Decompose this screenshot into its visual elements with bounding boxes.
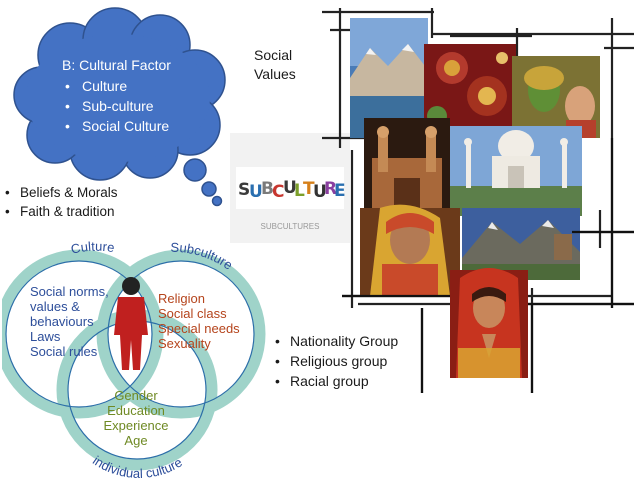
taj-mahal-photo [450, 126, 582, 216]
groups-item: Racial group [272, 371, 398, 391]
svg-text:S: S [238, 180, 250, 200]
svg-text:U: U [249, 182, 263, 202]
subculture-item: Religion [158, 291, 205, 306]
subculture-item: Special needs [158, 321, 240, 336]
groups-item: Religious group [272, 351, 398, 371]
svg-text:C: C [272, 182, 284, 202]
social-values-line-2: Values [254, 66, 296, 82]
subculture-item: Sexuality [158, 336, 211, 351]
beliefs-item: Faith & tradition [2, 202, 118, 221]
svg-text:R: R [324, 179, 337, 199]
culture-item: Social norms, [30, 284, 109, 299]
cloud-text: B: Cultural Factor Culture Sub-culture S… [62, 56, 171, 136]
culture-venn-diagram: Culture Subculture individual culture So… [2, 240, 266, 480]
subculture-ring [96, 249, 266, 419]
individual-item: Education [107, 403, 165, 418]
individual-item: Experience [103, 418, 168, 433]
cloud-item-culture: Culture [62, 76, 171, 96]
social-values-line-1: Social [254, 47, 293, 63]
individual-item: Age [124, 433, 147, 448]
svg-text:E: E [334, 181, 346, 201]
individual-item: Gender [114, 388, 158, 403]
culture-ring [2, 249, 164, 419]
culture-item: behaviours [30, 314, 94, 329]
beliefs-list: Beliefs & Morals Faith & tradition [2, 183, 118, 221]
social-values-label: Social Values [254, 46, 324, 84]
culture-item: values & [30, 299, 80, 314]
svg-text:L: L [294, 181, 305, 201]
girl-in-veil-photo [360, 204, 460, 296]
subcultures-logo-text: SUBCULTURES [261, 222, 320, 231]
cloud-item-sub-culture: Sub-culture [62, 96, 171, 116]
photo-collage [322, 8, 634, 393]
svg-text:U: U [283, 178, 297, 198]
groups-item: Nationality Group [272, 331, 398, 351]
person-figure [114, 277, 148, 370]
embroidered-textile-photo [424, 44, 516, 134]
svg-text:U: U [313, 182, 327, 202]
svg-text:B: B [261, 179, 274, 199]
culture-items: Social norms, values & behaviours Laws S… [30, 284, 109, 359]
indian-woman-greeting-photo [450, 268, 528, 378]
culture-arc-label: Culture [69, 240, 115, 257]
culture-item: Laws [30, 329, 61, 344]
beliefs-item: Beliefs & Morals [2, 183, 118, 202]
subculture-item: Social class [158, 306, 227, 321]
kathakali-dancer-photo [512, 56, 600, 138]
cloud-heading: B: Cultural Factor [62, 57, 171, 73]
culture-item: Social rules [30, 344, 98, 359]
groups-list: Nationality Group Religious group Racial… [272, 331, 398, 391]
individual-items: Gender Education Experience Age [103, 388, 168, 448]
cloud-item-social-culture: Social Culture [62, 116, 171, 136]
subculture-items: Religion Social class Special needs Sexu… [158, 291, 240, 351]
svg-text:T: T [303, 179, 315, 199]
subcultures-logo: S U B C U L T U R E SUBCULTURES [230, 133, 350, 243]
